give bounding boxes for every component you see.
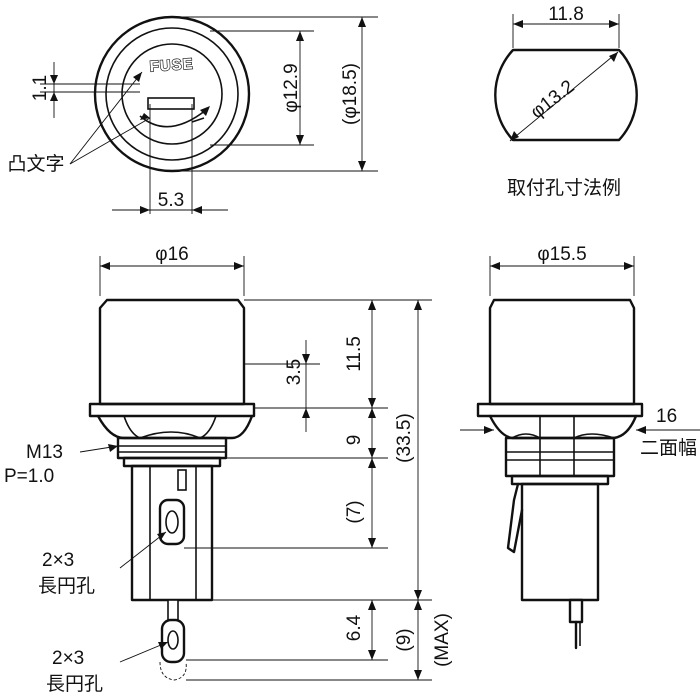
mounting-hole-caption: 取付孔寸法例 [507,177,621,199]
side-view: φ15.5 16 二面幅 [460,244,700,650]
side-cap [488,298,636,406]
side-terminal-2 [568,598,584,624]
hole-label1-line1: 2×3 [42,550,74,571]
terminal-bend-dashed [159,661,187,681]
dim-nut-label: 二面幅 [640,437,697,459]
thread-label-line1: M13 [26,442,63,463]
top-view-mid-circle [105,27,239,161]
dim-cap-height: 11.5 [344,336,365,372]
front-view: φ16 3.5 11.5 9 (7) (33.5) [4,244,453,695]
dim-outer-diameter: (φ18.5) [340,63,361,125]
side-flange [476,402,644,418]
dim-terminal-max: (9) [394,628,415,651]
label-embossed: 凸文字 [7,153,64,175]
front-thread [116,436,228,460]
dim-inner-diameter: φ12.9 [281,63,302,112]
side-terminal-1 [506,482,524,554]
front-cap [98,298,246,406]
dim-emboss-height: 1.1 [30,75,51,101]
terminal-hole-2 [167,630,179,650]
dim-hole-diameter: φ13.2 [527,76,579,123]
mounting-hole-view: 11.8 φ13.2 取付孔寸法例 [494,4,638,199]
dim-side-cap-diameter: φ15.5 [537,244,586,265]
dim-nut-height: 9 [344,435,365,446]
front-terminal-1 [158,498,186,546]
dim-max-label: (MAX) [432,613,453,667]
hole-label2-line2: 長円孔 [46,673,103,695]
dim-front-cap-diameter: φ16 [155,244,188,265]
dim-body-height: (7) [344,500,365,523]
side-back-body [520,482,600,602]
dim-total-length: (33.5) [394,413,415,463]
hole-label1-line2: 長円孔 [38,575,95,597]
top-view: FUSE φ12.9 (φ18.5) 1.1 5.3 [7,15,378,214]
rotation-arrow-tail [191,117,205,123]
mounting-hole-outline [494,48,638,142]
front-flange [88,402,256,418]
side-nut-top [488,414,638,440]
rotation-arrow [139,109,207,128]
fuse-slot [147,97,195,110]
dim-terminal: 6.4 [344,614,365,641]
top-view-inner-circle [121,43,223,145]
dim-slot-width: 5.3 [158,190,184,211]
hole-label2-line1: 2×3 [52,648,84,669]
rotation-arrow-head [200,106,210,116]
thread-label-line2: P=1.0 [4,466,54,487]
front-terminal-2 [160,618,186,664]
top-view-outer-circle [93,15,251,173]
side-nut-body [504,436,616,478]
fuse-emboss-text: FUSE [149,55,194,75]
dim-knob-height: 3.5 [284,359,305,385]
front-nut [96,414,254,440]
terminal-hole-1 [165,510,179,534]
dim-nut-width: 16 [656,406,677,427]
dim-flat-width: 11.8 [548,4,584,25]
